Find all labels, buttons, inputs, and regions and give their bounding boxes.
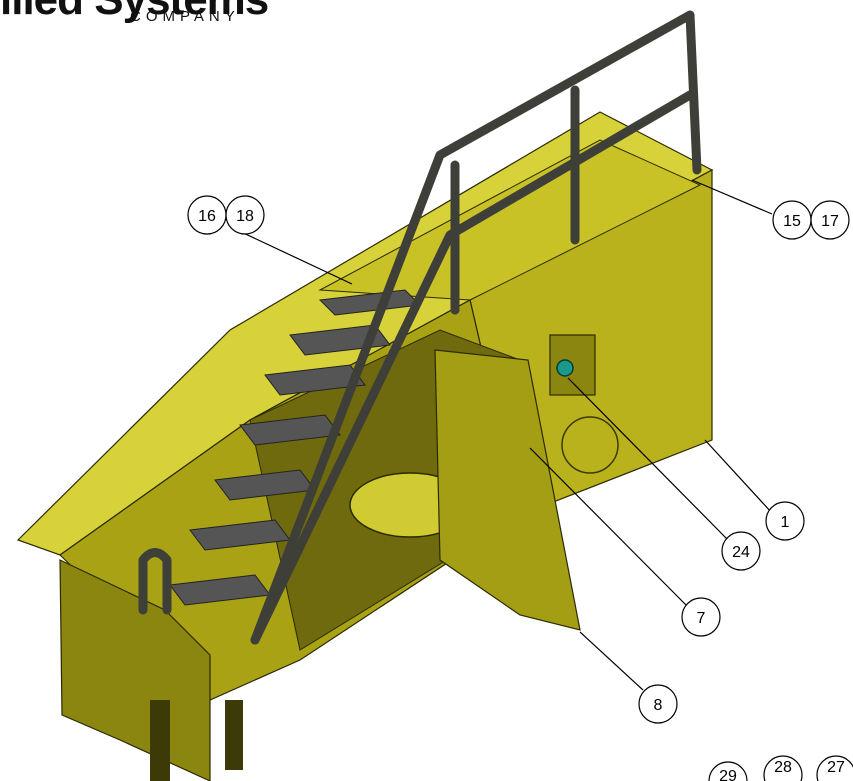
leader-7 <box>529 447 687 606</box>
stair-tread <box>264 364 366 396</box>
callout-label-29: 29 <box>719 768 737 781</box>
balloon-28 <box>763 755 803 781</box>
leader-lines <box>236 179 773 691</box>
circular-port <box>561 416 619 474</box>
callout-label-16: 16 <box>198 208 216 225</box>
callout-balloons <box>187 195 853 781</box>
callout-label-18: 18 <box>236 208 254 225</box>
leader-15-17 <box>691 179 773 215</box>
callout-label-7: 7 <box>697 610 706 627</box>
support-leg <box>150 700 170 781</box>
leader-1 <box>704 439 773 514</box>
balloon-27 <box>816 755 853 781</box>
leader-16-18 <box>236 229 353 285</box>
callout-label-28: 28 <box>774 759 792 776</box>
company-logo: ilied Systems <box>0 0 269 22</box>
gauge <box>556 359 574 377</box>
balloon-18 <box>225 195 265 235</box>
stair-tread <box>239 414 341 446</box>
balloon-1 <box>765 501 805 541</box>
balloon-29 <box>708 761 748 781</box>
platform-body <box>16 111 714 781</box>
leader-8 <box>579 631 644 691</box>
callout-label-17: 17 <box>821 213 839 230</box>
handrails <box>138 10 702 645</box>
balloon-24 <box>721 531 761 571</box>
callout-label-24: 24 <box>732 544 750 561</box>
callout-label-27: 27 <box>827 759 845 776</box>
handrail-lower <box>250 90 695 645</box>
balloon-8 <box>638 684 678 724</box>
callout-label-15: 15 <box>783 213 801 230</box>
balloon-7 <box>681 597 721 637</box>
company-logo-subtitle: COMPANY <box>130 8 240 25</box>
door <box>434 349 581 631</box>
grab-handle <box>138 548 172 615</box>
callout-label-1: 1 <box>781 514 790 531</box>
callout-label-8: 8 <box>654 697 663 714</box>
balloon-17 <box>810 200 850 240</box>
leader-24 <box>567 377 729 541</box>
support-leg <box>225 700 243 770</box>
